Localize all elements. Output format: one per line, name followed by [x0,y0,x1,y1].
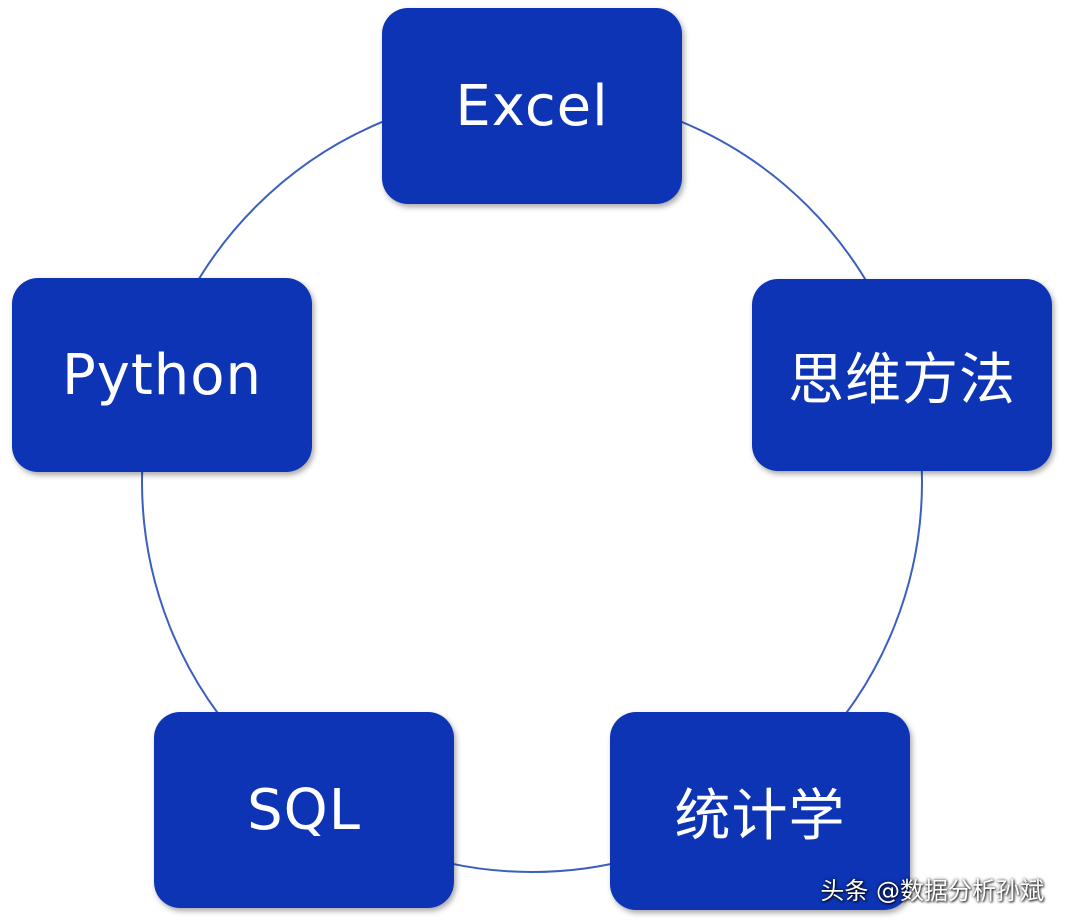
node-sql: SQL [154,712,454,908]
node-statistics: 统计学 [610,712,910,910]
node-statistics-label: 统计学 [674,783,846,849]
node-excel: Excel [382,8,682,204]
node-sql-label: SQL [247,777,361,843]
watermark: 头条 @数据分析孙斌 [820,877,1044,905]
node-python: Python [12,278,312,472]
node-python-label: Python [61,342,263,408]
node-thinking-methods: 思维方法 [752,279,1052,471]
node-excel-label: Excel [455,73,609,139]
node-thinking-methods-label: 思维方法 [788,347,1016,413]
